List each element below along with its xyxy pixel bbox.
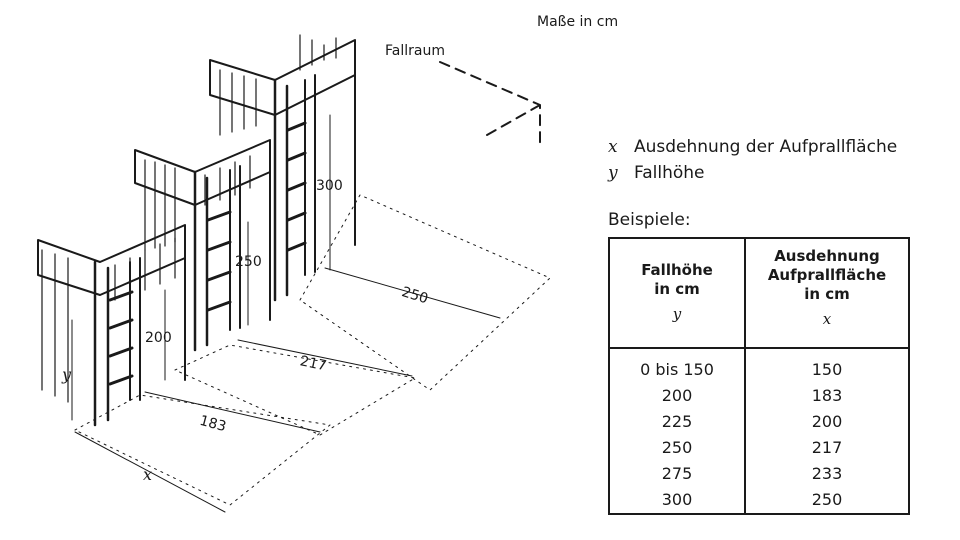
impact-area-183 — [74, 394, 331, 506]
examples-table: Fallhöhe in cm y Ausdehnung Aufprallfläc… — [608, 237, 910, 515]
table-cell: 233 — [811, 464, 843, 483]
legend-item-y: y Fallhöhe — [608, 160, 897, 186]
dim-label-x: x — [143, 465, 152, 484]
dim-label-y: y — [61, 365, 72, 384]
table-cell: 0 bis 150 — [640, 360, 714, 379]
dim-label-217: 217 — [298, 353, 327, 374]
legend-text-x: Ausdehnung der Aufprallfläche — [634, 137, 898, 157]
wall-section-1 — [37, 224, 186, 427]
dim-label-250-height: 250 — [235, 254, 262, 270]
fallraum-outline — [439, 61, 541, 149]
wall-section-2 — [134, 139, 271, 352]
table-cell: 300 — [661, 490, 693, 509]
legend: x Ausdehnung der Aufprallfläche y Fallhöhe — [608, 134, 897, 186]
examples-title: Beispiele: — [608, 210, 691, 230]
column-fall-height: 0 bis 150 200 225 250 275 300 — [610, 357, 744, 513]
table-cell: 200 — [661, 386, 693, 405]
dim-label-250-depth: 250 — [400, 284, 430, 307]
legend-symbol-x: x — [608, 137, 618, 157]
table-cell: 250 — [811, 490, 843, 509]
table-cell: 200 — [811, 412, 843, 431]
legend-text-y: Fallhöhe — [634, 163, 705, 183]
table-cell: 217 — [811, 438, 843, 457]
table-cell: 250 — [661, 438, 693, 457]
legend-symbol-y: y — [608, 163, 618, 183]
wall-section-3 — [209, 34, 356, 302]
climbing-wall-sketch: Fallraum 200 250 300 y 183 217 250 x — [37, 34, 551, 513]
dim-label-183: 183 — [198, 413, 228, 435]
column-impact-extent: 150 183 200 217 233 250 — [746, 357, 908, 513]
header-impact-extent: Ausdehnung Aufprallfläche in cm x — [767, 247, 887, 328]
table-cell: 225 — [661, 412, 693, 431]
table-cell: 275 — [661, 464, 693, 483]
table-cell: 183 — [811, 386, 843, 405]
fallraum-label: Fallraum — [385, 43, 445, 59]
table-cell: 150 — [811, 360, 843, 379]
dim-label-200: 200 — [145, 330, 172, 346]
legend-item-x: x Ausdehnung der Aufprallfläche — [608, 134, 897, 160]
units-note: Maße in cm — [537, 14, 619, 30]
dim-label-300: 300 — [316, 178, 343, 194]
header-fall-height: Fallhöhe in cm y — [641, 261, 713, 323]
dimension-lines — [71, 114, 501, 513]
